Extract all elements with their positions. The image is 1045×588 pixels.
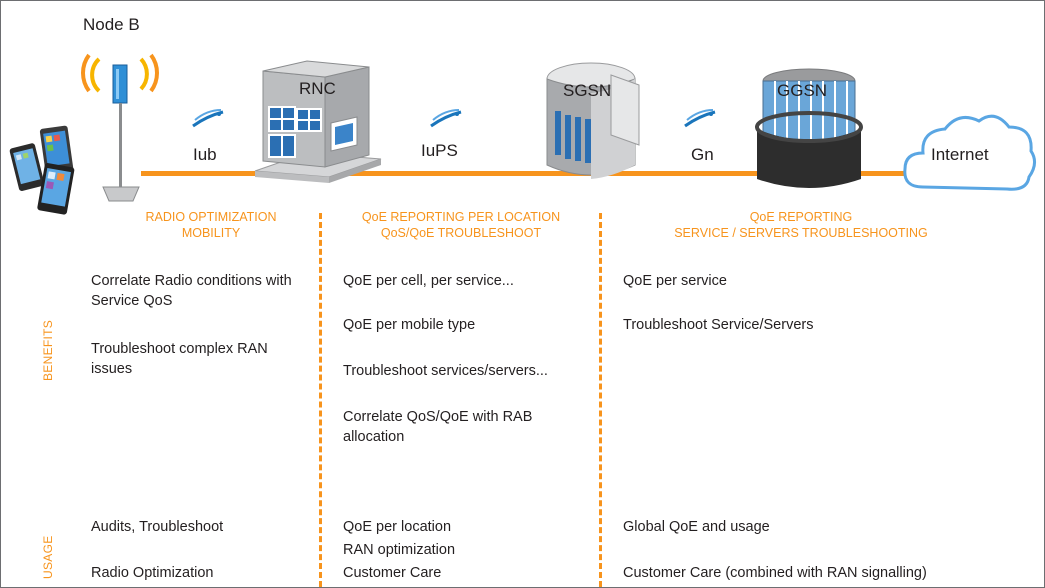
- column-separator-1: [319, 213, 322, 587]
- internet-label: Internet: [931, 145, 989, 164]
- usage-item: Customer Care (combined with RAN signall…: [623, 565, 927, 581]
- usage-item: Global QoE and usage: [623, 519, 770, 535]
- iub-interface-label: Iub: [193, 145, 217, 164]
- benefit-item: QoE per mobile type: [343, 317, 476, 333]
- column-separator-2: [599, 213, 602, 587]
- benefit-item: Correlate QoS/QoE with RAB allocation: [343, 409, 533, 445]
- benefit-item: Troubleshoot complex RAN issues: [91, 341, 268, 377]
- benefits-row-label: BENEFITS: [41, 319, 55, 381]
- iups-probe-icon: [430, 109, 462, 128]
- column-3-header: QoE REPORTING SERVICE / SERVERS TROUBLES…: [674, 210, 928, 240]
- usage-item: RAN optimization: [343, 542, 456, 558]
- gn-interface-label: Gn: [691, 145, 714, 164]
- column-1-header: RADIO OPTIMIZATION MOBILITY: [145, 210, 277, 240]
- benefit-item: QoE per service: [623, 273, 727, 289]
- usage-item: Customer Care: [343, 565, 442, 581]
- rnc-building-icon: [254, 60, 382, 183]
- benefit-item: QoE per cell, per service...: [343, 273, 514, 289]
- column-2-header: QoE REPORTING PER LOCATION QoS/QoE TROUB…: [361, 210, 561, 240]
- internet-cloud-icon: [903, 114, 1036, 191]
- usage-item: Audits, Troubleshoot: [91, 519, 224, 535]
- iups-interface-label: IuPS: [421, 141, 458, 160]
- sgsn-building-icon: [546, 62, 640, 179]
- iub-probe-icon: [192, 109, 224, 128]
- network-link-line: [141, 171, 931, 176]
- usage-item: Radio Optimization: [91, 565, 214, 581]
- benefit-item: Correlate Radio conditions with Service …: [91, 273, 292, 309]
- smartphones-icon: [9, 125, 75, 215]
- node-b-antenna-icon: [81, 53, 159, 202]
- gn-probe-icon: [684, 109, 716, 128]
- node-b-label: Node B: [83, 15, 140, 34]
- rnc-label: RNC: [299, 79, 336, 98]
- benefit-item: Troubleshoot services/servers...: [343, 363, 548, 379]
- ggsn-building-icon: [755, 68, 863, 188]
- usage-row-label: USAGE: [41, 535, 55, 579]
- usage-item: QoE per location: [343, 519, 452, 535]
- ggsn-label: GGSN: [777, 81, 828, 100]
- benefit-item: Troubleshoot Service/Servers: [623, 317, 814, 333]
- sgsn-label: SGSN: [563, 81, 612, 100]
